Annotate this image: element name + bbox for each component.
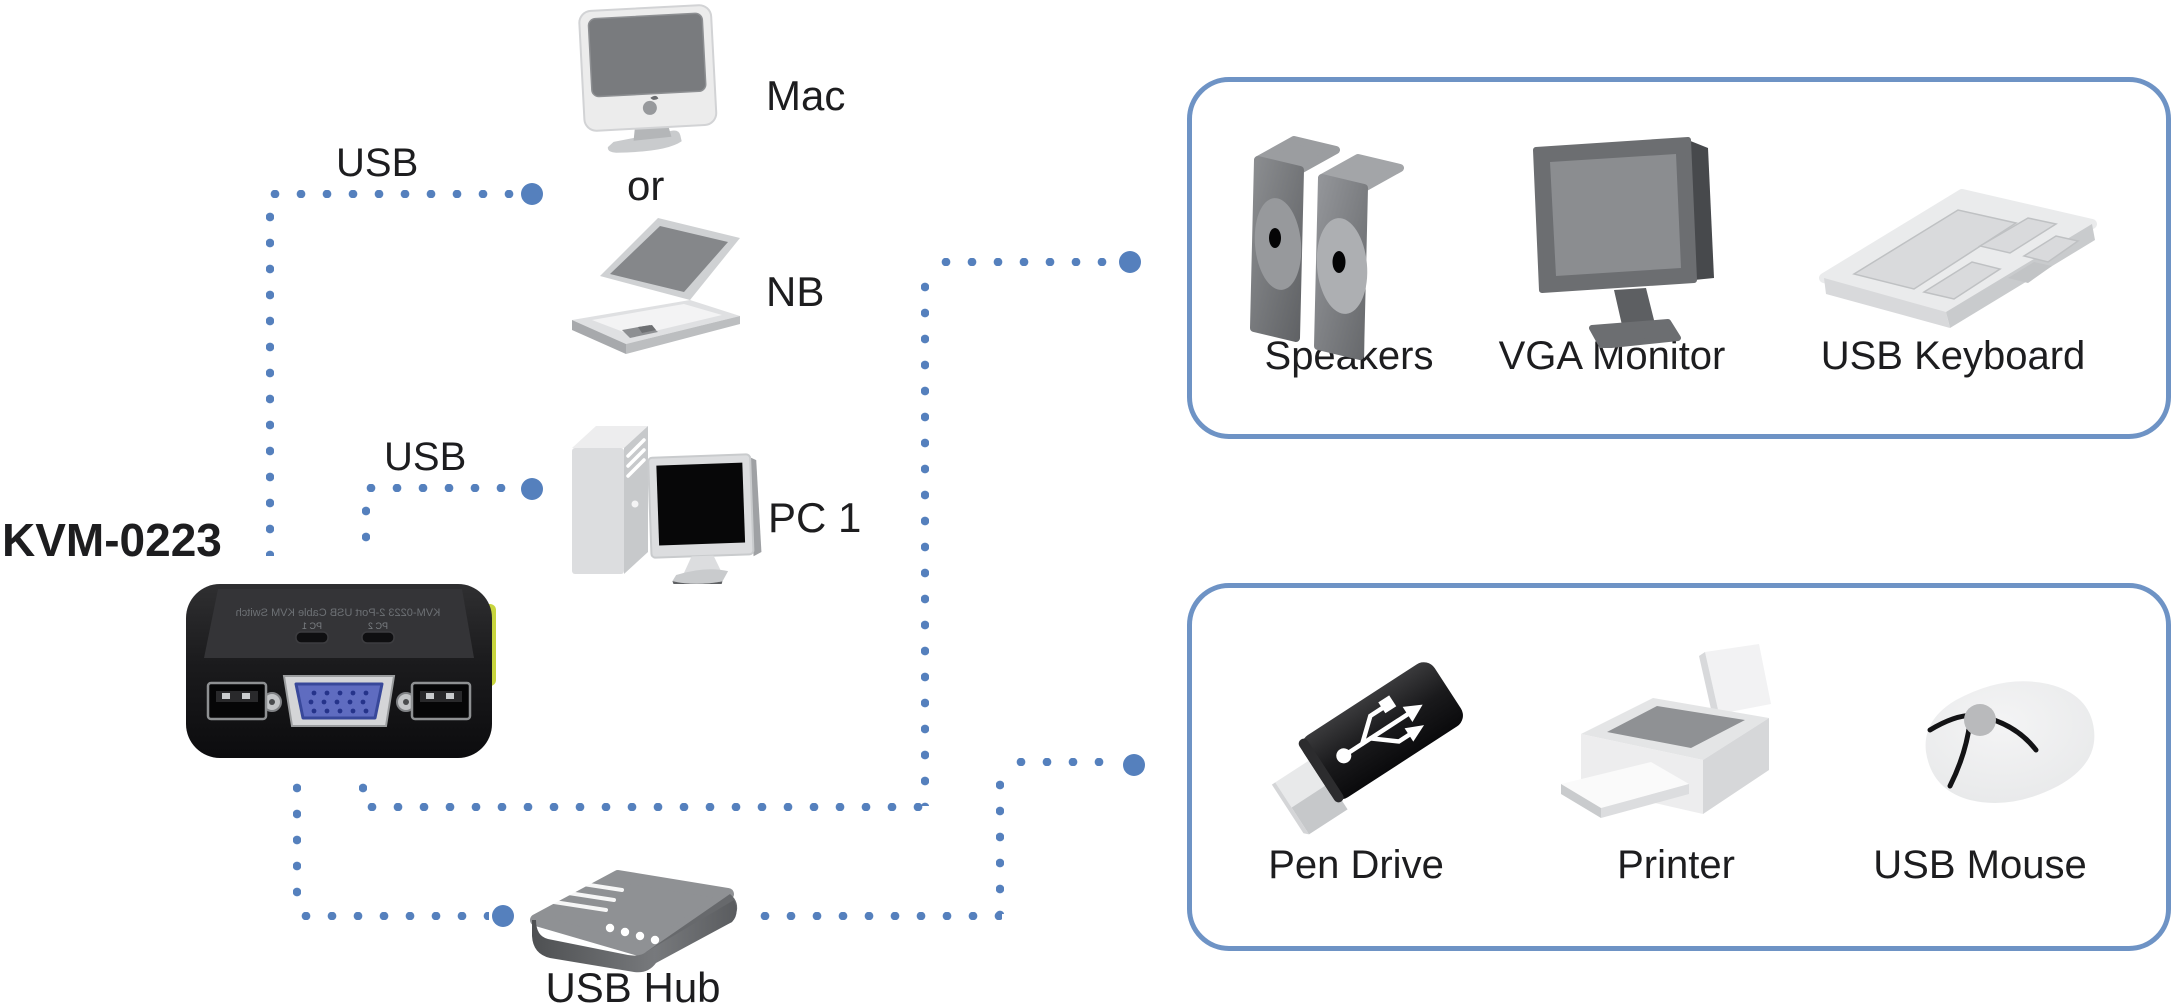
endpoint-dot-console-box xyxy=(1119,251,1141,273)
endpoint-dot-pc1 xyxy=(521,478,543,500)
vga-monitor-icon xyxy=(1533,137,1714,348)
line-peripheral-horizontal xyxy=(1008,758,1112,766)
printer-icon xyxy=(1561,644,1771,818)
usb-hub-label: USB Hub xyxy=(545,964,721,1008)
usb-mouse-label: USB Mouse xyxy=(1873,843,2087,887)
mac-icon xyxy=(578,4,718,153)
line-peripheral-riser-vertical xyxy=(996,772,1004,914)
usb-mouse-icon xyxy=(1925,681,2095,803)
line-console-top-horizontal xyxy=(933,258,1109,266)
kvm-vga-port xyxy=(262,675,416,727)
line-usb-top-vertical xyxy=(266,204,274,556)
pen-drive-label: Pen Drive xyxy=(1268,843,1444,887)
line-usb-top-horizontal xyxy=(262,190,514,198)
usb-keyboard-icon xyxy=(1819,189,2097,328)
line-hub-down-vertical xyxy=(293,775,301,913)
line-console-riser-vertical xyxy=(921,274,929,806)
pc1-label: PC 1 xyxy=(768,494,862,541)
svg-text:PC 1: PC 1 xyxy=(302,621,322,631)
pc-icon xyxy=(572,426,762,584)
printer-label: Printer xyxy=(1617,843,1735,887)
speaker-left xyxy=(1250,136,1340,342)
kvm-top-print: KVM-0223 2-Port USB Cable KVM Switch xyxy=(236,607,441,619)
usb-hub-icon xyxy=(530,870,738,973)
pen-drive-icon xyxy=(1271,662,1463,835)
mac-label: Mac xyxy=(766,72,846,119)
kvm-port-buttons: PC 1 PC 2 xyxy=(295,621,395,644)
line-usb-mid-horizontal xyxy=(358,484,514,492)
line-hub-left-horizontal xyxy=(293,912,489,920)
line-hub-right-horizontal xyxy=(752,912,1002,920)
usb-label-top: USB xyxy=(336,141,419,185)
line-console-down xyxy=(359,775,367,809)
endpoint-dot-peripheral-box xyxy=(1123,754,1145,776)
speaker-right xyxy=(1314,154,1404,360)
kvm-usb-port-right xyxy=(410,681,472,721)
line-usb-mid-vertical xyxy=(362,498,370,558)
kvm-model-label: KVM-0223 xyxy=(2,514,222,566)
kvm-switch-icon: KVM-0223 2-Port USB Cable KVM Switch PC … xyxy=(186,584,496,758)
endpoint-dot-mac-nb xyxy=(521,183,543,205)
endpoint-dot-usb-hub xyxy=(492,905,514,927)
usb-label-mid: USB xyxy=(384,435,467,479)
line-console-bottom-horizontal xyxy=(359,803,925,811)
or-label: or xyxy=(627,162,665,209)
kvm-usb-port-left xyxy=(206,681,268,721)
speakers-icon xyxy=(1250,136,1404,360)
svg-text:PC 2: PC 2 xyxy=(368,621,388,631)
usb-keyboard-label: USB Keyboard xyxy=(1820,334,2086,378)
hub-led-lights xyxy=(605,923,660,945)
nb-label: NB xyxy=(766,268,825,315)
notebook-icon xyxy=(572,218,740,354)
